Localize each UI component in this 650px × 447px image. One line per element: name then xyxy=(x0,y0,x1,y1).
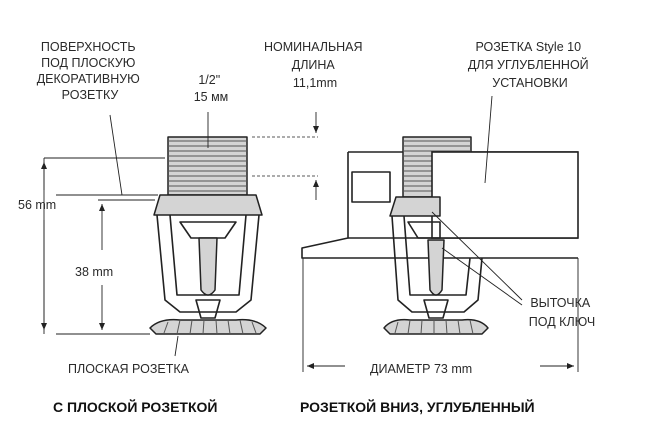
caption-right: РОЗЕТКОЙ ВНИЗ, УГЛУБЛЕННЫЙ xyxy=(300,398,535,415)
height-partial-label: 38 mm xyxy=(75,265,113,279)
left-deflector xyxy=(149,318,267,335)
escutcheon-label: РОЗЕТКА Style 10 ДЛЯ УГЛУБЛЕННОЙ УСТАНОВ… xyxy=(468,40,592,90)
nominal-length-label: НОМИНАЛЬНАЯ ДЛИНА 11,1mm xyxy=(264,40,366,90)
diameter-label: ДИАМЕТР 73 mm xyxy=(370,362,472,376)
thread-size-label: 1/2" 15 мм xyxy=(194,73,229,104)
flat-rosette-label: ПЛОСКАЯ РОЗЕТКА xyxy=(68,362,190,376)
right-dimensions xyxy=(252,95,579,372)
wrench-flat-label: ВЫТОЧКА ПОД КЛЮЧ xyxy=(529,296,595,329)
right-sprinkler xyxy=(301,136,579,335)
left-bulb xyxy=(198,237,218,296)
left-dimensions xyxy=(41,112,209,357)
left-frame xyxy=(156,214,260,313)
caption-left: С ПЛОСКОЙ РОЗЕТКОЙ xyxy=(53,398,217,415)
height-total-label: 56 mm xyxy=(18,198,56,212)
left-hex xyxy=(153,194,263,216)
right-escutcheon-box xyxy=(431,151,579,239)
left-thread-lines xyxy=(168,140,247,192)
right-bulb xyxy=(427,239,445,296)
left-sprinkler xyxy=(149,136,267,335)
flat-surface-label: ПОВЕРХНОСТЬ ПОД ПЛОСКУЮ ДЕКОРАТИВНУЮ РОЗ… xyxy=(37,40,144,102)
right-escutcheon xyxy=(301,152,578,259)
